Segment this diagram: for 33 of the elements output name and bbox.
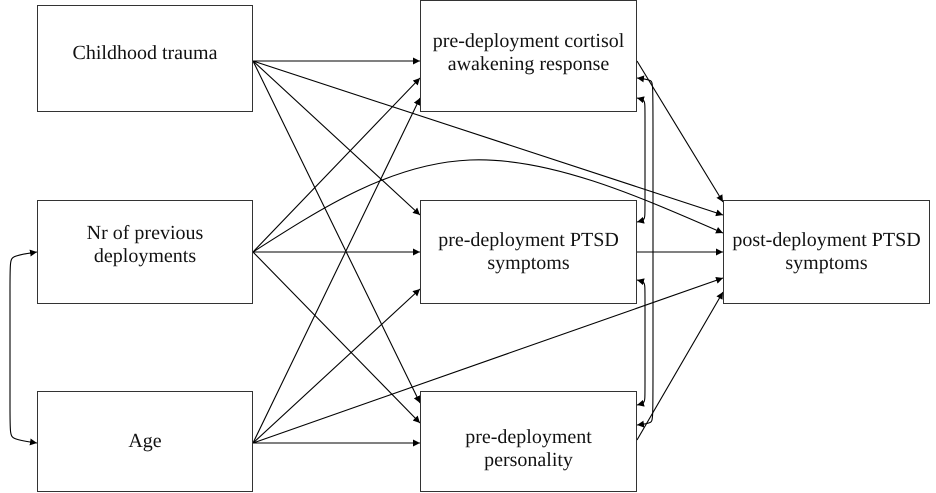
arrow xyxy=(252,98,420,444)
variable-box xyxy=(37,200,253,304)
variable-box xyxy=(37,391,253,492)
variable-label: Age xyxy=(127,430,163,453)
arrow xyxy=(252,288,420,444)
variable-label: pre-deployment cortisol awakening response xyxy=(432,30,626,76)
arrow xyxy=(636,96,646,224)
arrow xyxy=(636,75,654,428)
arrow xyxy=(252,60,420,404)
variable-box xyxy=(723,200,930,304)
variable-label: Childhood trauma xyxy=(72,42,218,65)
variable-box xyxy=(420,200,637,304)
arrow xyxy=(637,248,723,256)
variable-box xyxy=(420,0,637,112)
arrow xyxy=(252,159,724,252)
arrow xyxy=(253,248,420,256)
arrow xyxy=(252,252,420,424)
variable-label: Nr of previous deployments xyxy=(86,222,204,268)
arrow xyxy=(636,60,724,202)
arrow xyxy=(252,60,420,216)
arrow xyxy=(636,278,646,407)
arrow xyxy=(253,58,420,64)
arrow xyxy=(253,440,420,446)
arrow xyxy=(636,292,724,440)
arrow xyxy=(9,250,38,446)
variable-label: pre-deployment personality xyxy=(464,426,593,472)
arrow xyxy=(252,60,724,216)
variable-box xyxy=(37,5,253,112)
arrow xyxy=(252,277,724,444)
arrow xyxy=(252,78,420,252)
variable-label: pre-deployment PTSD symptoms xyxy=(437,229,620,275)
variable-label: post-deployment PTSD symptoms xyxy=(731,229,922,275)
variable-box xyxy=(420,391,637,492)
